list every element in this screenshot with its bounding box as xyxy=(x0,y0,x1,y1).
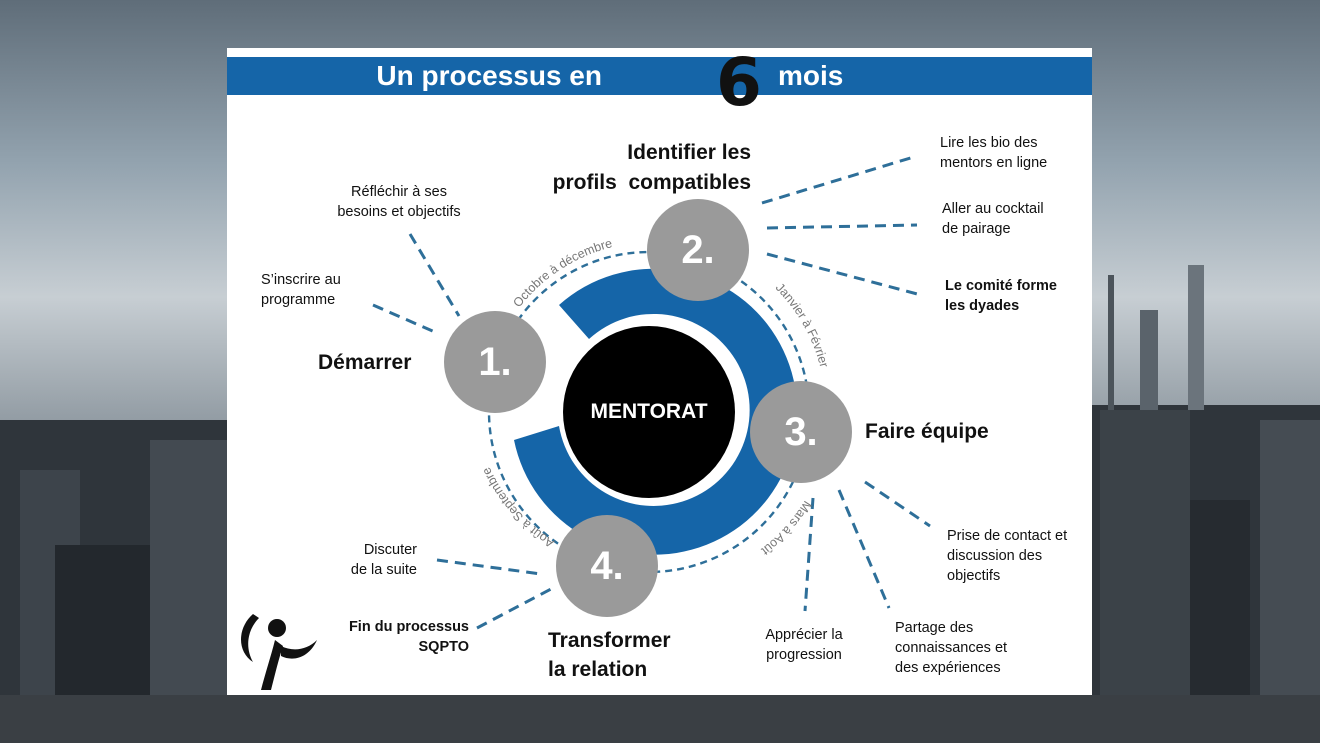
connector-fin xyxy=(476,586,554,630)
title-bar: Un processus en 6 mois xyxy=(227,50,1092,116)
step-number-1: 1. xyxy=(478,340,512,384)
step-circle-1 xyxy=(444,311,546,413)
process-slide: Un processus en 6 mois xyxy=(227,48,1092,695)
step-number-3: 3. xyxy=(784,410,818,454)
note-reflechir: Réfléchir à ses besoins et objectifs xyxy=(337,184,461,220)
step-circle-2 xyxy=(647,199,749,301)
note-apprecier: Apprécier la progression xyxy=(765,627,843,663)
connector-lire-bio xyxy=(761,154,918,205)
note-partage: Partage des connaissances et des expérie… xyxy=(895,620,1008,676)
center-label: MENTORAT xyxy=(590,400,708,423)
step-circle-3 xyxy=(750,381,852,483)
period-label-mar-aug: Mars à Août xyxy=(758,498,814,558)
title-six-number: 6 xyxy=(716,48,762,121)
step-label-4-line2: la relation xyxy=(548,658,648,681)
title-text-right: mois xyxy=(778,60,844,91)
note-discuter: Discuter de la suite xyxy=(350,542,417,578)
note-cocktail: Aller au cocktail de pairage xyxy=(942,201,1044,237)
step-label-1: Démarrer xyxy=(318,351,412,374)
connector-apprecier xyxy=(803,497,815,612)
connector-partage xyxy=(837,489,891,609)
svg-text:Mars à Août: Mars à Août xyxy=(758,498,814,558)
step-label-2-line2: profils compatibles xyxy=(552,171,751,194)
connector-cocktail xyxy=(766,223,918,230)
connector-reflechir xyxy=(408,233,461,317)
note-lire-bio: Lire les bio des mentors en ligne xyxy=(940,135,1048,171)
connector-inscrire xyxy=(372,303,438,335)
mentorat-cycle-diagram: Octobre à décembre Janvier à Février Mar… xyxy=(372,154,931,630)
note-inscrire: S’inscrire au programme xyxy=(261,272,341,308)
step-circle-4 xyxy=(556,515,658,617)
note-prise-contact: Prise de contact et discussion des objec… xyxy=(947,528,1068,584)
center-circle xyxy=(563,326,735,498)
connector-discuter xyxy=(436,558,542,576)
step-label-4-line1: Transformer xyxy=(548,629,671,652)
connector-comite xyxy=(766,252,922,297)
step-label-3: Faire équipe xyxy=(865,420,989,443)
title-text-left: Un processus en xyxy=(376,60,602,91)
sqpto-logo-icon xyxy=(241,614,317,690)
step-number-4: 4. xyxy=(590,544,624,588)
step-label-2-line1: Identifier les xyxy=(627,141,751,164)
step-number-2: 2. xyxy=(681,228,715,272)
note-comite: Le comité forme les dyades xyxy=(945,278,1057,314)
note-fin: Fin du processus SQPTO xyxy=(348,619,469,655)
blue-cycle-ring xyxy=(514,268,798,555)
connector-prise-contact xyxy=(864,480,931,528)
